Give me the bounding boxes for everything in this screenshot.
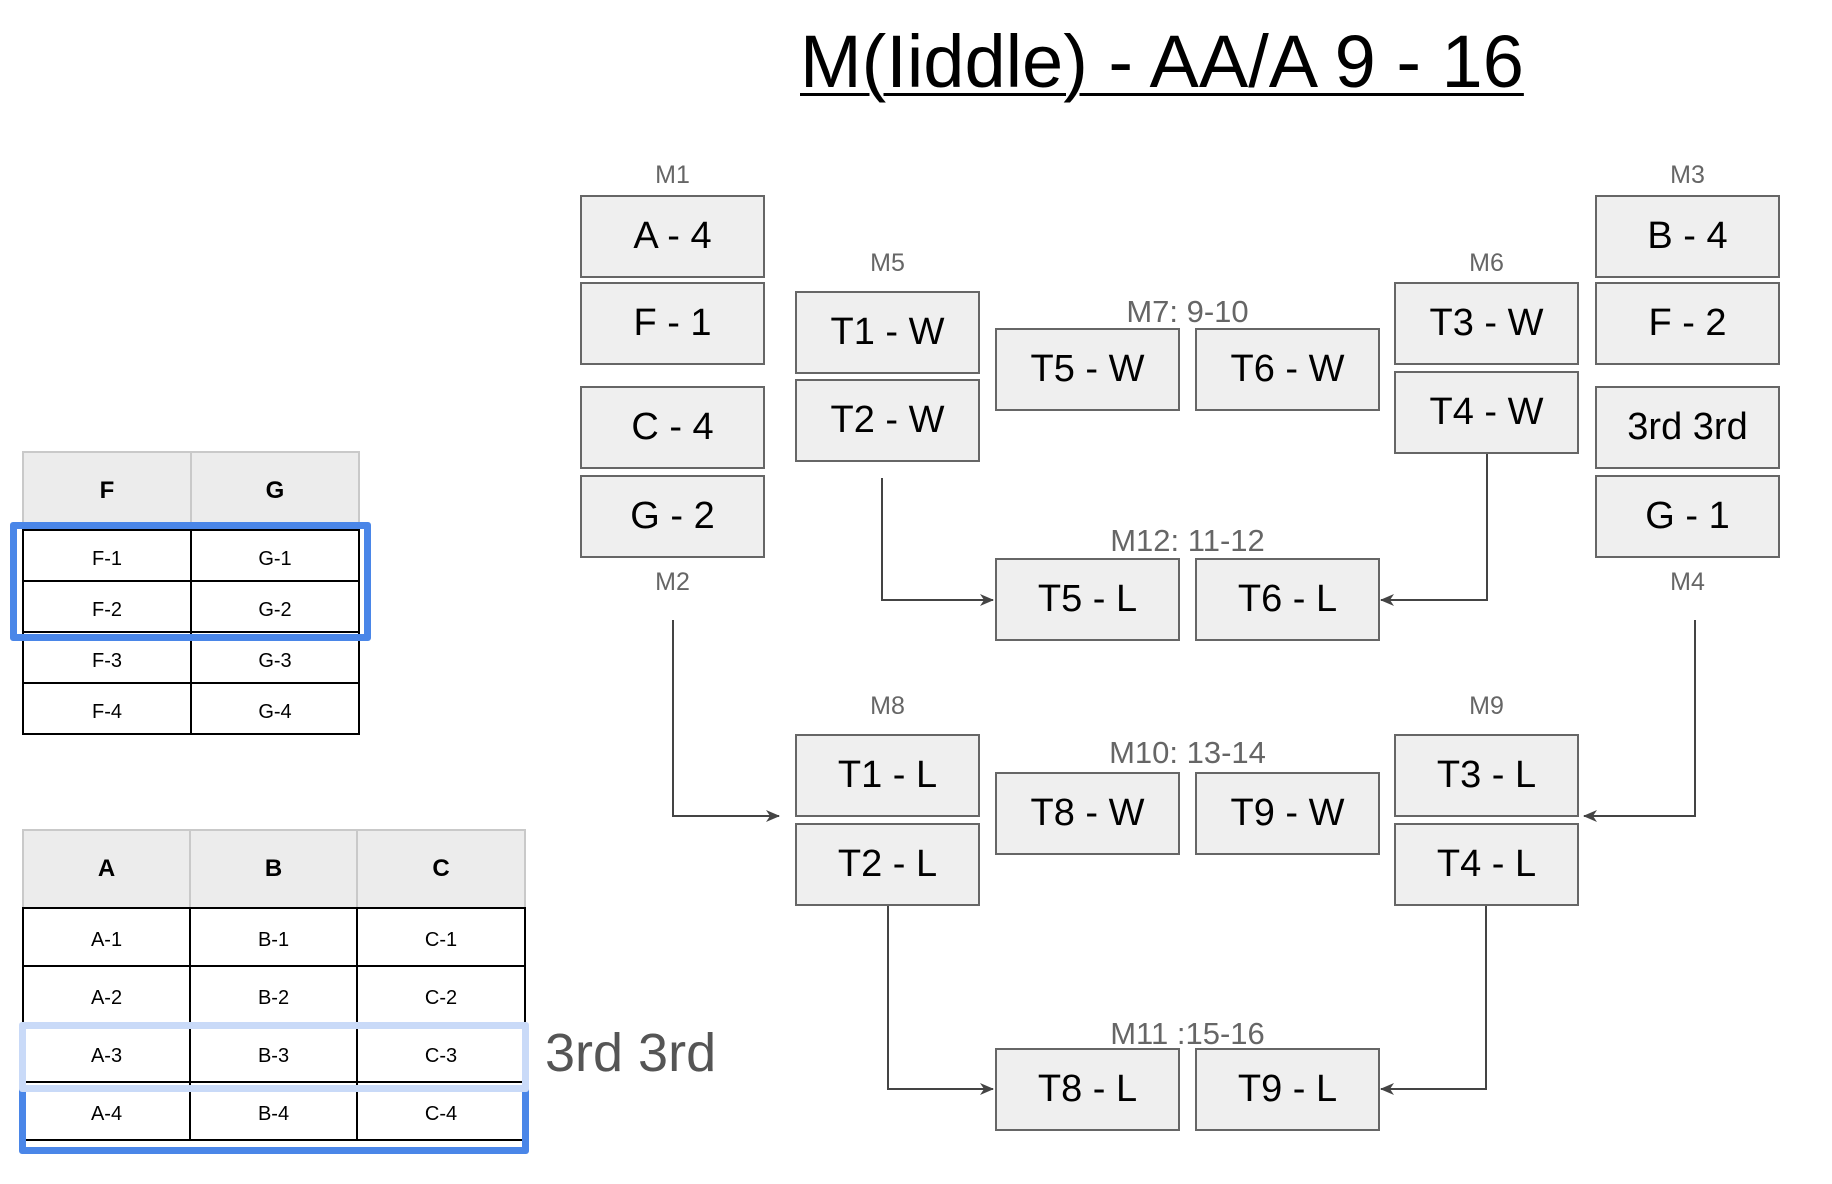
match-label-m4: M4 xyxy=(1670,568,1705,596)
match-slot-m1-top[interactable]: A - 4 xyxy=(580,195,765,278)
match-slot-m8-bottom[interactable]: T2 - L xyxy=(795,823,980,906)
match-slot-m12-right[interactable]: T6 - L xyxy=(1195,558,1380,641)
match-slot-m12-left[interactable]: T5 - L xyxy=(995,558,1180,641)
table-cell: G-1 xyxy=(190,529,360,582)
page-title: M(Iiddle) - AA/A 9 - 16 xyxy=(800,20,1524,103)
match-label-m12: M12: 11-12 xyxy=(1110,523,1265,558)
arrow-m2-to-m8 xyxy=(672,620,780,822)
match-label-m10: M10: 13-14 xyxy=(1109,735,1266,770)
table-row: A-2 B-2 C-2 xyxy=(22,965,526,1025)
table-cell: A-4 xyxy=(22,1081,191,1141)
match-label-m9: M9 xyxy=(1469,692,1504,720)
match-slot-m9-bottom[interactable]: T4 - L xyxy=(1394,823,1579,906)
match-slot-m9-top[interactable]: T3 - L xyxy=(1394,734,1579,817)
table-header: B xyxy=(189,829,358,909)
table-cell: F-2 xyxy=(22,580,192,633)
match-label-m7: M7: 9-10 xyxy=(1126,294,1249,329)
table-cell: B-3 xyxy=(189,1023,358,1083)
match-label-m5: M5 xyxy=(870,249,905,277)
match-slot-m4-bottom[interactable]: G - 1 xyxy=(1595,475,1780,558)
table-header: F xyxy=(22,451,192,531)
match-slot-m6-bottom[interactable]: T4 - W xyxy=(1394,371,1579,454)
match-slot-m2-bottom[interactable]: G - 2 xyxy=(580,475,765,558)
table-cell: A-2 xyxy=(22,965,191,1025)
table-cell: G-3 xyxy=(190,631,360,684)
match-slot-m5-bottom[interactable]: T2 - W xyxy=(795,379,980,462)
table-cell: B-2 xyxy=(189,965,358,1025)
table-header: C xyxy=(356,829,526,909)
match-slot-m10-right[interactable]: T9 - W xyxy=(1195,772,1380,855)
table-row: A-1 B-1 C-1 xyxy=(22,907,526,967)
match-slot-m4-top[interactable]: 3rd 3rd xyxy=(1595,386,1780,469)
table-cell: C-2 xyxy=(356,965,526,1025)
match-label-m1: M1 xyxy=(655,161,690,189)
match-slot-m5-top[interactable]: T1 - W xyxy=(795,291,980,374)
third-place-note: 3rd 3rd xyxy=(545,1023,717,1083)
table-row: F-1 G-1 xyxy=(22,529,360,582)
table-cell: B-4 xyxy=(189,1081,358,1141)
table-row: A-4 B-4 C-4 xyxy=(22,1081,526,1141)
table-row: F-4 G-4 xyxy=(22,682,360,735)
table-cell: F-3 xyxy=(22,631,192,684)
arrow-m8-to-m11 xyxy=(887,906,994,1095)
match-label-m11: M11 :15-16 xyxy=(1110,1016,1265,1051)
match-label-m6: M6 xyxy=(1469,249,1504,277)
table-cell: A-3 xyxy=(22,1023,191,1083)
table-cell: C-3 xyxy=(356,1023,526,1083)
table-cell: F-1 xyxy=(22,529,192,582)
match-slot-m11-left[interactable]: T8 - L xyxy=(995,1048,1180,1131)
table-cell: A-1 xyxy=(22,907,191,967)
match-slot-m6-top[interactable]: T3 - W xyxy=(1394,282,1579,365)
table-row: A-3 B-3 C-3 xyxy=(22,1023,526,1083)
match-slot-m1-bottom[interactable]: F - 1 xyxy=(580,282,765,365)
table-cell: C-4 xyxy=(356,1081,526,1141)
group-table-abc: A B C A-1 B-1 C-1 A-2 B-2 C-2 A-3 B-3 C-… xyxy=(22,829,526,1141)
arrow-m4-to-m9 xyxy=(1583,620,1696,822)
table-cell: G-2 xyxy=(190,580,360,633)
arrow-m6-to-m12 xyxy=(1380,454,1488,606)
match-slot-m3-top[interactable]: B - 4 xyxy=(1595,195,1780,278)
match-slot-m7-left[interactable]: T5 - W xyxy=(995,328,1180,411)
match-label-m8: M8 xyxy=(870,692,905,720)
table-cell: B-1 xyxy=(189,907,358,967)
table-cell: F-4 xyxy=(22,682,192,735)
match-slot-m2-top[interactable]: C - 4 xyxy=(580,386,765,469)
arrow-m5-to-m12 xyxy=(881,478,994,606)
match-slot-m11-right[interactable]: T9 - L xyxy=(1195,1048,1380,1131)
match-slot-m7-right[interactable]: T6 - W xyxy=(1195,328,1380,411)
arrow-m9-to-m11 xyxy=(1380,906,1487,1095)
match-label-m3: M3 xyxy=(1670,161,1705,189)
match-slot-m8-top[interactable]: T1 - L xyxy=(795,734,980,817)
match-slot-m3-bottom[interactable]: F - 2 xyxy=(1595,282,1780,365)
table-cell: C-1 xyxy=(356,907,526,967)
match-label-m2: M2 xyxy=(655,568,690,596)
table-row: F-2 G-2 xyxy=(22,580,360,633)
match-slot-m10-left[interactable]: T8 - W xyxy=(995,772,1180,855)
table-cell: G-4 xyxy=(190,682,360,735)
table-header: A xyxy=(22,829,191,909)
table-header: G xyxy=(190,451,360,531)
table-row: F-3 G-3 xyxy=(22,631,360,684)
group-table-fg: F G F-1 G-1 F-2 G-2 F-3 G-3 F-4 G-4 xyxy=(22,451,360,735)
